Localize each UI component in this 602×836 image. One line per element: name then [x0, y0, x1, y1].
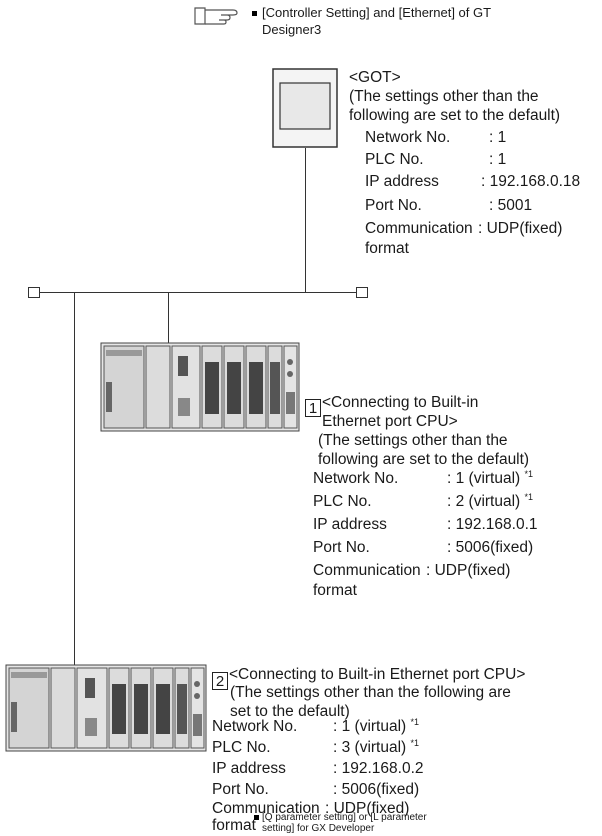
plc1-setting-network-value: : 1 (virtual) *1	[447, 468, 533, 489]
ethernet-bus-line	[40, 292, 356, 293]
plc2-setting-port: Port No.	[212, 781, 269, 798]
got-setting-plc: PLC No.	[365, 151, 424, 168]
bottom-reference-line2: setting] for GX Developer	[262, 823, 375, 834]
plc2-setting-ip-value: : 192.168.0.2	[333, 760, 424, 777]
got-drop-line	[305, 148, 306, 293]
got-setting-network-value: : 1	[489, 129, 507, 146]
plc2-setting-comm-value: : UDP(fixed)	[325, 800, 410, 817]
plc2-setting-ip: IP address	[212, 760, 286, 777]
plc2-drop-line	[74, 293, 75, 665]
footnote-mark: *1	[524, 469, 534, 479]
plc2-setting-comm: Communication	[212, 800, 320, 817]
plc1-drop-line	[168, 293, 169, 343]
plc2-setting-plc-value: : 3 (virtual) *1	[333, 737, 419, 758]
got-setting-ip: IP address	[365, 173, 439, 190]
plc2-setting-port-value: : 5006(fixed)	[333, 781, 420, 798]
plc2-setting-network: Network No.	[212, 718, 298, 735]
plc1-header-line2: Ethernet port CPU>	[322, 413, 458, 430]
plc1-number-badge: 1	[305, 399, 321, 417]
got-header: <GOT>	[349, 69, 401, 86]
plc-rack-icon	[5, 664, 207, 752]
plc2-setting-network-value: : 1 (virtual) *1	[333, 716, 419, 737]
plc1-setting-comm: Communication	[313, 562, 421, 579]
pointing-hand-icon	[194, 7, 238, 25]
top-reference: [Controller Setting] and [Ethernet] of G…	[262, 4, 491, 38]
got-note-line1: (The settings other than the	[349, 88, 539, 105]
plc2-number-badge: 2	[212, 672, 228, 690]
value: : 3 (virtual)	[333, 739, 407, 756]
value: : 2 (virtual)	[447, 493, 521, 510]
got-setting-network: Network No.	[365, 127, 450, 148]
value: : 1 (virtual)	[333, 718, 407, 735]
plc2-note-line2: set to the default)	[230, 703, 350, 720]
got-display-icon	[272, 68, 338, 148]
plc1-setting-port: Port No.	[313, 539, 370, 556]
bottom-reference-line1: [Q parameter setting] or [L parameter	[262, 812, 427, 823]
plc1-note-line2: following are set to the default)	[318, 451, 530, 468]
plc1-setting-network: Network No.	[313, 470, 399, 487]
footnote-mark: *1	[410, 717, 420, 727]
plc1-setting-plc: PLC No.	[313, 493, 372, 510]
setting-label: Network No.	[365, 129, 451, 146]
plc1-setting-plc-value: : 2 (virtual) *1	[447, 491, 533, 512]
got-note-line2: following are set to the default)	[349, 107, 561, 124]
plc2-setting-plc: PLC No.	[212, 739, 271, 756]
plc1-setting-ip-value: : 192.168.0.1	[447, 516, 538, 533]
plc1-note-line1: (The settings other than the	[318, 432, 508, 449]
value: : 1 (virtual)	[447, 470, 521, 487]
got-setting-ip-value: : 192.168.0.18	[481, 173, 581, 190]
top-reference-line2: Designer3	[262, 22, 322, 37]
square-bullet-icon	[254, 815, 259, 820]
plc2-header-line1: <Connecting to Built-in Ethernet port CP…	[229, 666, 526, 683]
terminator-right	[356, 287, 368, 298]
footnote-mark: *1	[524, 492, 534, 502]
got-setting-comm: Communication	[365, 220, 473, 237]
plc1-format-label: format	[313, 582, 357, 599]
plc1-setting-port-value: : 5006(fixed)	[447, 539, 534, 556]
got-setting-port-value: : 5001	[489, 197, 533, 214]
square-bullet-icon	[252, 11, 257, 16]
got-format-label: format	[365, 240, 409, 257]
plc2-format-label: format	[212, 817, 256, 834]
got-setting-plc-value: : 1	[489, 151, 507, 168]
got-setting-port: Port No.	[365, 197, 422, 214]
terminator-left	[28, 287, 40, 298]
top-reference-line1: [Controller Setting] and [Ethernet] of G…	[262, 5, 492, 20]
got-setting-comm-value: : UDP(fixed)	[478, 220, 563, 237]
plc-rack-icon	[100, 342, 300, 432]
footnote-mark: *1	[410, 738, 420, 748]
plc1-header-line1: <Connecting to Built-in	[322, 394, 479, 411]
plc2-note-line1: (The settings other than the following a…	[230, 684, 511, 701]
plc1-setting-comm-value: : UDP(fixed)	[426, 562, 511, 579]
plc1-setting-ip: IP address	[313, 516, 387, 533]
